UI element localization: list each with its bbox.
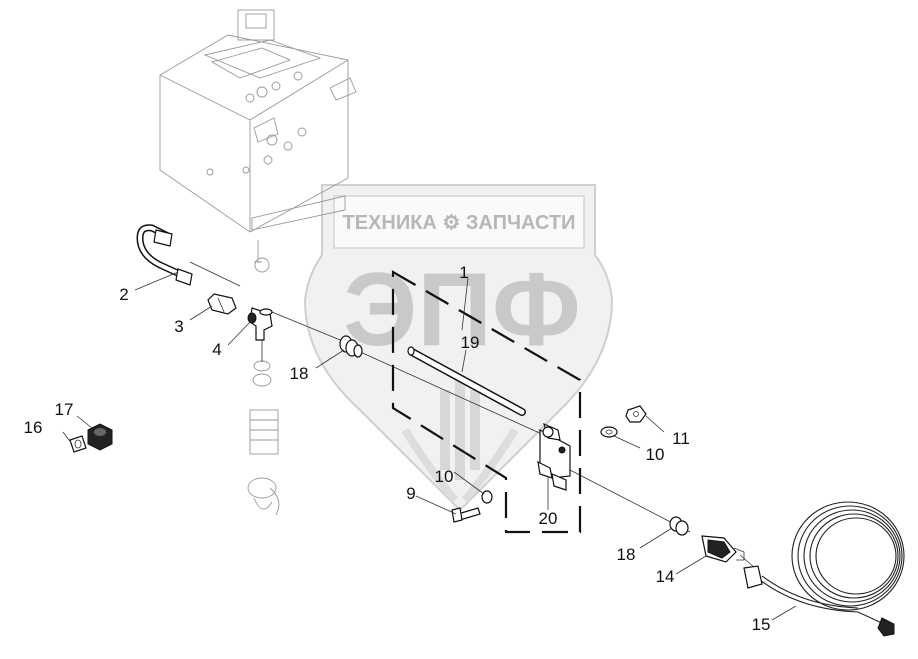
callout-14: 14 bbox=[656, 567, 675, 586]
part-16-plug bbox=[69, 435, 87, 453]
part-3-nut bbox=[207, 293, 237, 315]
callout-10-left: 10 bbox=[435, 467, 454, 486]
part-9-bolt bbox=[451, 507, 481, 523]
part-19-rod bbox=[407, 346, 526, 416]
callout-4: 4 bbox=[212, 340, 221, 359]
callout-1: 1 bbox=[459, 263, 468, 282]
watermark-logo: ТЕХНИКА ⚙ ЗАПЧАСТИ ЭПФ bbox=[303, 184, 614, 512]
callout-10-right: 10 bbox=[646, 445, 665, 464]
part-11-nut bbox=[625, 405, 647, 423]
callout-9: 9 bbox=[406, 484, 415, 503]
callout-18-upper: 18 bbox=[290, 364, 309, 383]
callout-3: 3 bbox=[174, 317, 183, 336]
watermark-brand-text: ТЕХНИКА ⚙ ЗАПЧАСТИ bbox=[342, 212, 575, 234]
part-14-connector bbox=[701, 535, 745, 563]
valve-block-housing bbox=[159, 9, 357, 516]
part-18-union-lower bbox=[669, 516, 689, 536]
part-17-cap-nut bbox=[87, 423, 113, 451]
kit-boundary bbox=[391, 270, 582, 534]
part-4-tee-fitting bbox=[247, 307, 273, 341]
watermark-logo-text: ЭПФ bbox=[343, 252, 581, 368]
part-10-washer-right bbox=[600, 426, 618, 438]
callout-numbers: 1 2 3 4 9 10 10 11 14 15 16 17 18 18 19 … bbox=[24, 263, 771, 634]
part-2-bent-pipe bbox=[136, 224, 193, 286]
part-18-union-upper bbox=[339, 335, 363, 358]
callout-17: 17 bbox=[55, 400, 74, 419]
callout-19: 19 bbox=[461, 333, 480, 352]
callout-20: 20 bbox=[539, 509, 558, 528]
callout-11: 11 bbox=[672, 429, 690, 448]
callout-18-lower: 18 bbox=[617, 545, 636, 564]
callout-15: 15 bbox=[752, 615, 771, 634]
callout-16: 16 bbox=[24, 418, 43, 437]
part-20-valve bbox=[537, 422, 571, 491]
part-10-washer-left bbox=[481, 490, 493, 504]
callout-2: 2 bbox=[119, 285, 128, 304]
leader-lines bbox=[62, 271, 797, 621]
part-15-coiled-tube bbox=[743, 501, 905, 637]
